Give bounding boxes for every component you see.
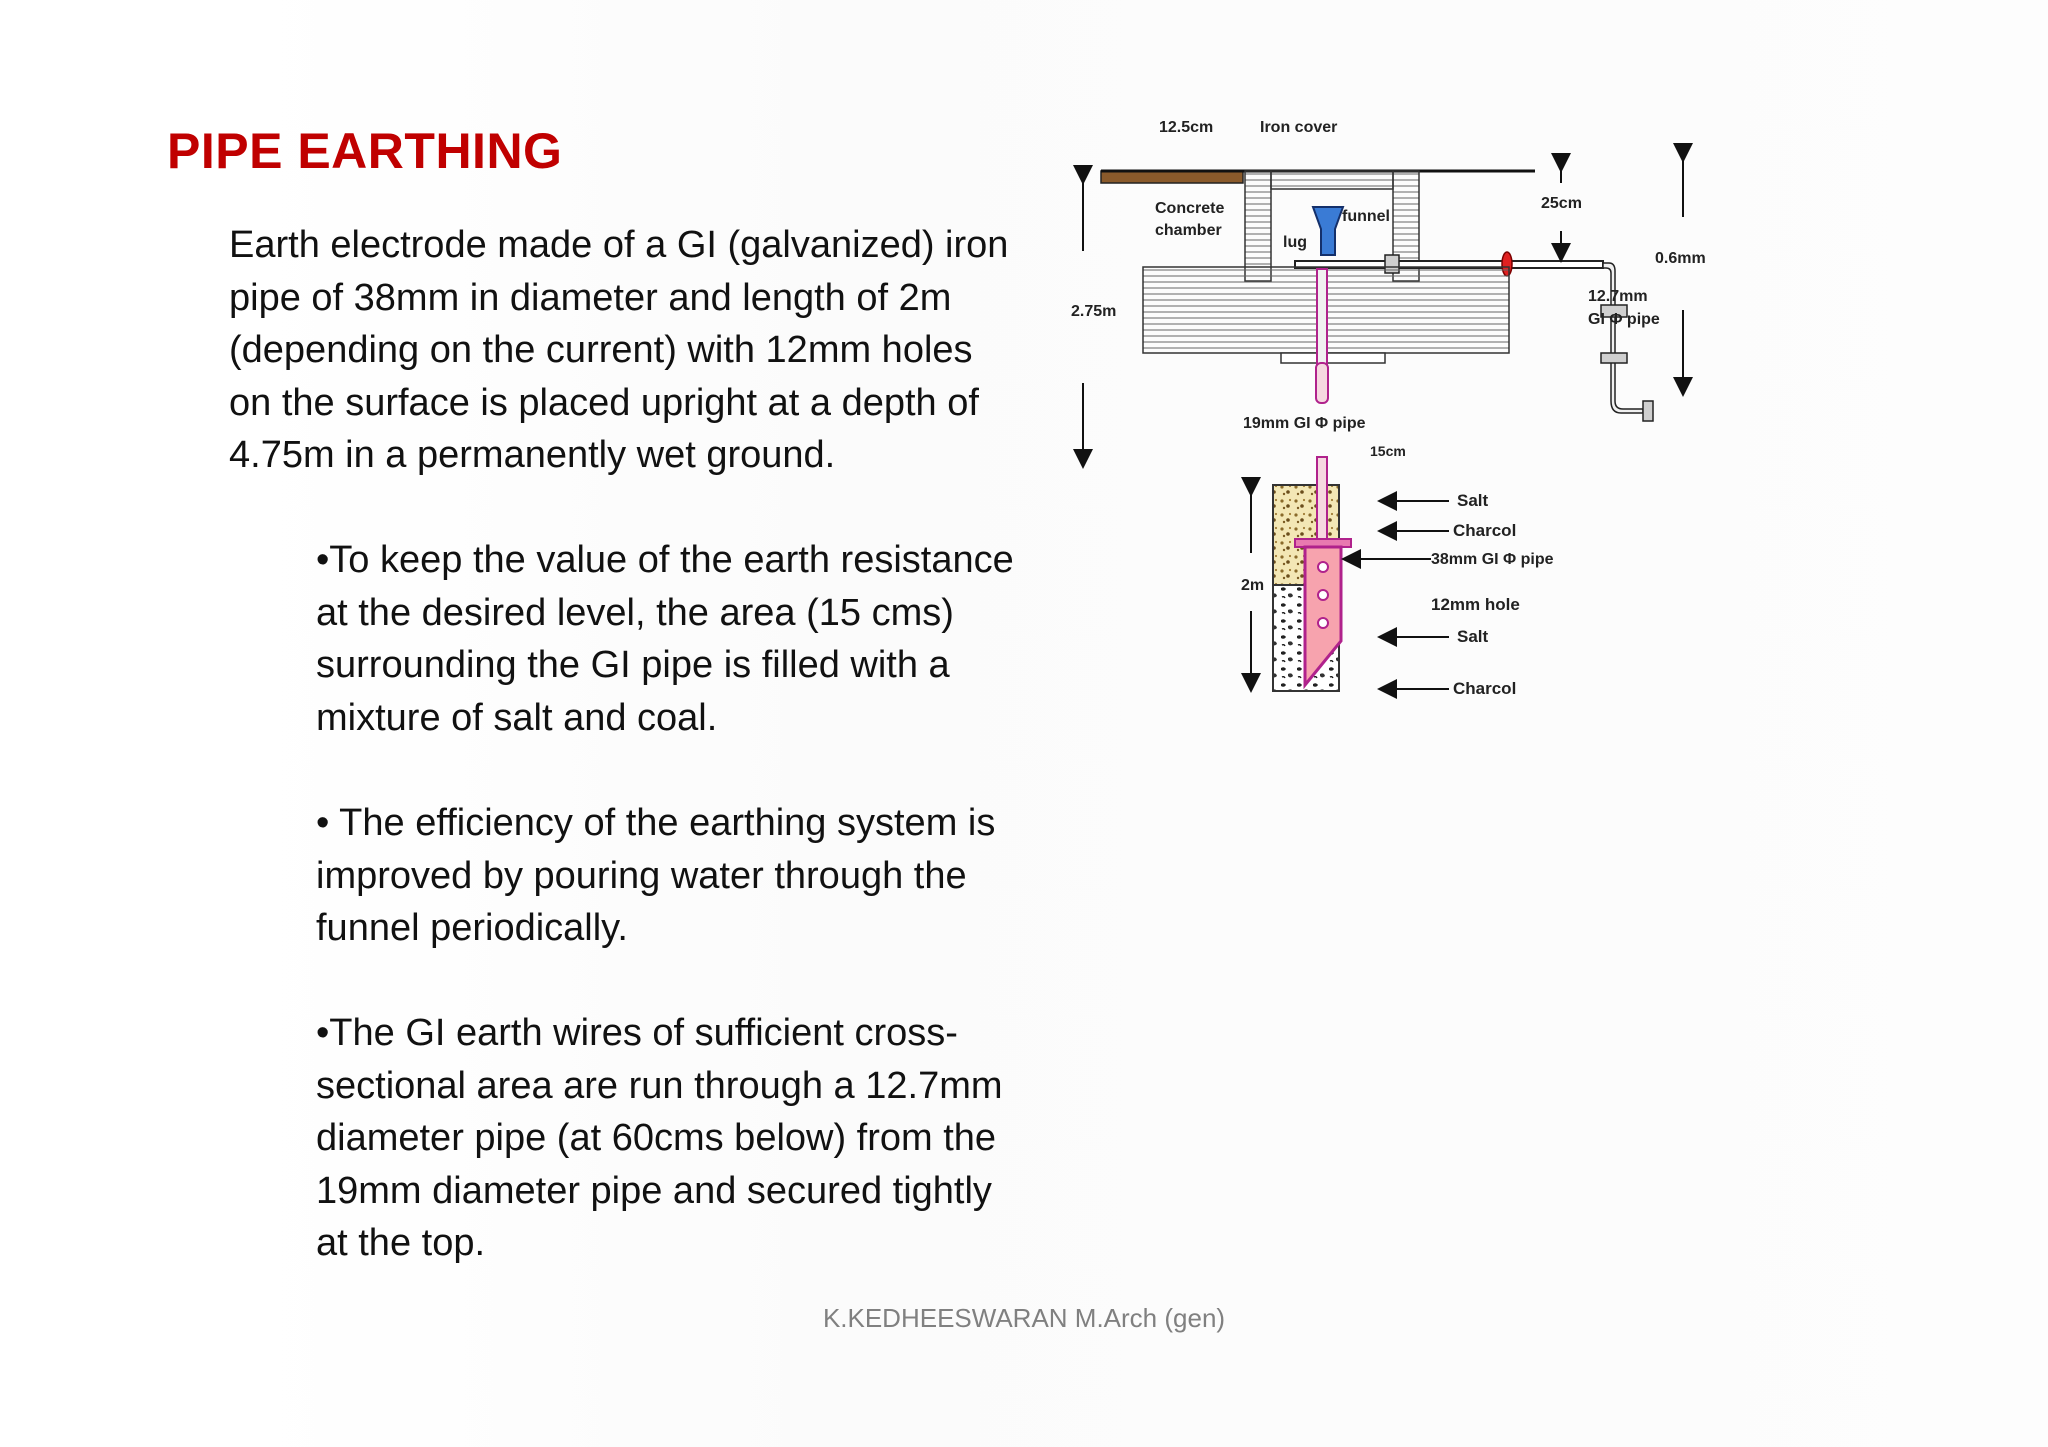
pipe-joint-2	[1600, 352, 1628, 364]
depth-25cm-label: 25cm	[1541, 195, 1582, 212]
electrode-38mm	[1303, 545, 1343, 690]
wooden-cover	[1100, 170, 1244, 184]
funnel-label: funnel	[1342, 208, 1390, 225]
funnel-icon	[1311, 206, 1345, 256]
slide-title: PIPE EARTHING	[167, 123, 563, 179]
chamber-top-beam	[1270, 170, 1394, 190]
iron-cover-label: Iron cover	[1260, 119, 1337, 136]
concrete-label-2: chamber	[1155, 222, 1222, 239]
width-15cm-label: 15cm	[1370, 443, 1406, 459]
depth-275-label: 2.75m	[1071, 303, 1116, 320]
pipe-19mm-label: 19mm GI Φ pipe	[1243, 415, 1366, 432]
bullet-earth-wires: •The GI earth wires of sufficient cross-…	[316, 1012, 1003, 1264]
footer-author: K.KEDHEESWARAN M.Arch (gen)	[822, 1303, 1226, 1333]
electrode-hole-2	[1317, 589, 1329, 601]
intro-paragraph: Earth electrode made of a GI (galvanized…	[229, 224, 1009, 476]
pipe-earthing-diagram: 12.5cm Iron cover Concrete chamber funne…	[1071, 119, 1706, 699]
salt-bottom-label: Salt	[1457, 627, 1489, 646]
ground-step	[1280, 352, 1386, 364]
pipe38-label: 38mm GI Φ pipe	[1431, 551, 1554, 568]
cover-width-label: 12.5cm	[1159, 119, 1213, 136]
charcol-top-label: Charcol	[1453, 521, 1516, 540]
electrode-hole-3	[1317, 617, 1329, 629]
concrete-label-1: Concrete	[1155, 200, 1224, 217]
hole12-label: 12mm hole	[1431, 595, 1520, 614]
pit-upper-pipe	[1316, 456, 1328, 540]
charcol-bottom-label: Charcol	[1453, 679, 1516, 698]
chamber-wall-left	[1244, 170, 1272, 282]
pipe-joint-1	[1600, 304, 1628, 318]
vertical-pipe-lower	[1315, 362, 1329, 404]
length-2m-label: 2m	[1241, 577, 1264, 594]
pipe-127-label-2: GI Φ pipe	[1588, 311, 1660, 328]
pipe-127-label-1: 12.7mm	[1588, 288, 1648, 305]
lug-label: lug	[1283, 234, 1307, 251]
salt-top-label: Salt	[1457, 491, 1489, 510]
pipe-12-7mm	[1602, 262, 1644, 414]
vertical-pipe-19mm	[1316, 268, 1328, 370]
electrode-hole-1	[1317, 561, 1329, 573]
bullet-water-funnel: • The efficiency of the earthing system …	[316, 802, 996, 949]
bullet-salt-coal: •To keep the value of the earth resistan…	[316, 539, 1014, 739]
dim-06-label: 0.6mm	[1655, 250, 1706, 267]
pipe-end-cap	[1642, 400, 1654, 422]
